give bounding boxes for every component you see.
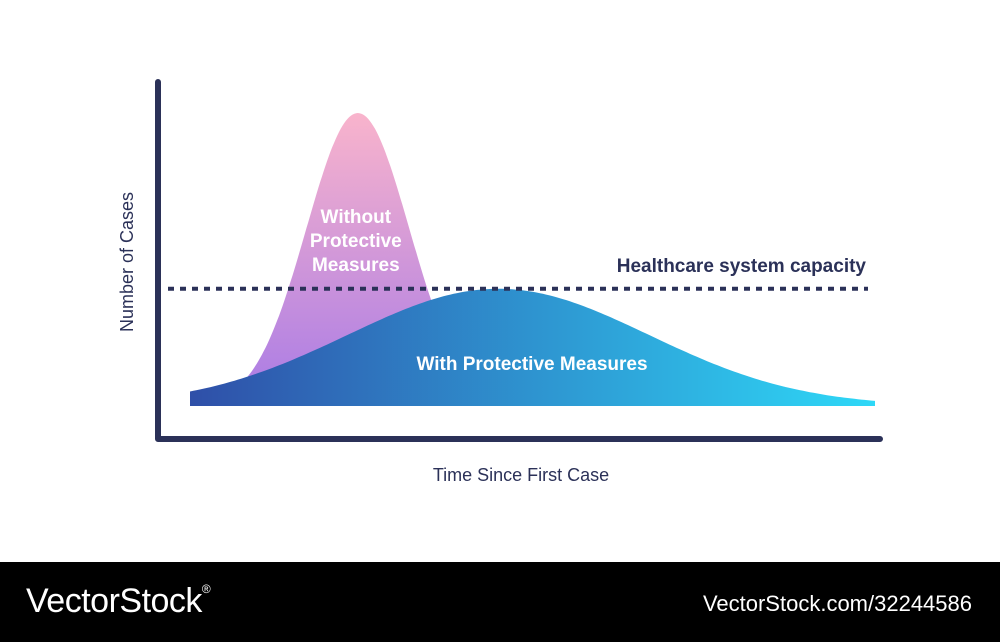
- area-with-protective-measures: [190, 288, 875, 406]
- label-without-line: Protective: [310, 231, 402, 252]
- label-without-line: Measures: [312, 255, 400, 276]
- label-without-line: Without: [321, 207, 392, 228]
- watermark-url: VectorStock.com/32244586: [702, 591, 972, 616]
- chart-axes: [155, 79, 883, 442]
- watermark-bar: VectorStock® VectorStock.com/32244586: [0, 562, 1000, 642]
- brand-name: VectorStock: [26, 582, 202, 620]
- y-axis-label: Number of Cases: [117, 192, 137, 332]
- x-axis-label: Time Since First Case: [433, 465, 609, 485]
- area-without-protective-measures: [190, 113, 533, 406]
- watermark-logo: VectorStock®: [26, 582, 211, 621]
- label-with-protective-measures: With Protective Measures: [416, 354, 647, 375]
- capacity-label: Healthcare system capacity: [617, 256, 867, 277]
- registered-mark: ®: [201, 582, 211, 596]
